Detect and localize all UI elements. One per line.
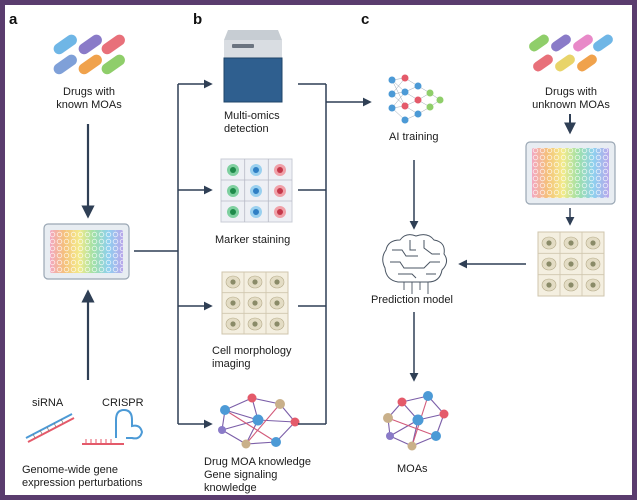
- label-multi-omics: Multi-omics detection: [224, 110, 280, 135]
- label-crispr: CRISPR: [102, 397, 144, 409]
- unknown-drug-pills: [529, 34, 613, 72]
- stained-cells-icon: [220, 158, 293, 223]
- moa-network-icon: [383, 391, 449, 451]
- label-cell-morphology: Cell morphology imaging: [212, 345, 292, 370]
- pill-icon: [53, 34, 125, 75]
- panel-letter-c: c: [361, 11, 370, 28]
- well-plate-icon-c: [525, 141, 616, 205]
- morphology-cells-icon-c: [537, 231, 605, 297]
- morphology-cells-icon: [221, 271, 289, 335]
- panel-letter-b: b: [193, 11, 203, 28]
- connector-plate-to-b: [134, 79, 213, 429]
- label-prediction-model: Prediction model: [371, 294, 453, 306]
- sirna-icon: [25, 413, 75, 443]
- label-knowledge: Drug MOA knowledge Gene signaling knowle…: [204, 456, 311, 494]
- network-icon: [218, 393, 300, 449]
- label-marker-staining: Marker staining: [215, 234, 291, 246]
- label-drugs-known: Drugs with known MOAs: [56, 86, 122, 111]
- neural-net-icon: [388, 74, 444, 124]
- label-sirna: siRNA: [32, 397, 64, 409]
- known-drug-pills: [53, 34, 125, 75]
- sequencer-icon: [223, 30, 283, 103]
- well-plate-icon: [43, 223, 130, 280]
- panel-letter-a: a: [9, 11, 18, 28]
- crispr-icon: [82, 408, 144, 445]
- label-drugs-unknown: Drugs with unknown MOAs: [532, 86, 610, 111]
- label-ai-training: AI training: [389, 131, 439, 143]
- label-moas: MOAs: [397, 463, 428, 475]
- brain-circuit-icon: [382, 234, 448, 294]
- label-genome-wide: Genome-wide gene expression perturbation…: [22, 464, 143, 489]
- connector-b-to-ai: [298, 83, 372, 425]
